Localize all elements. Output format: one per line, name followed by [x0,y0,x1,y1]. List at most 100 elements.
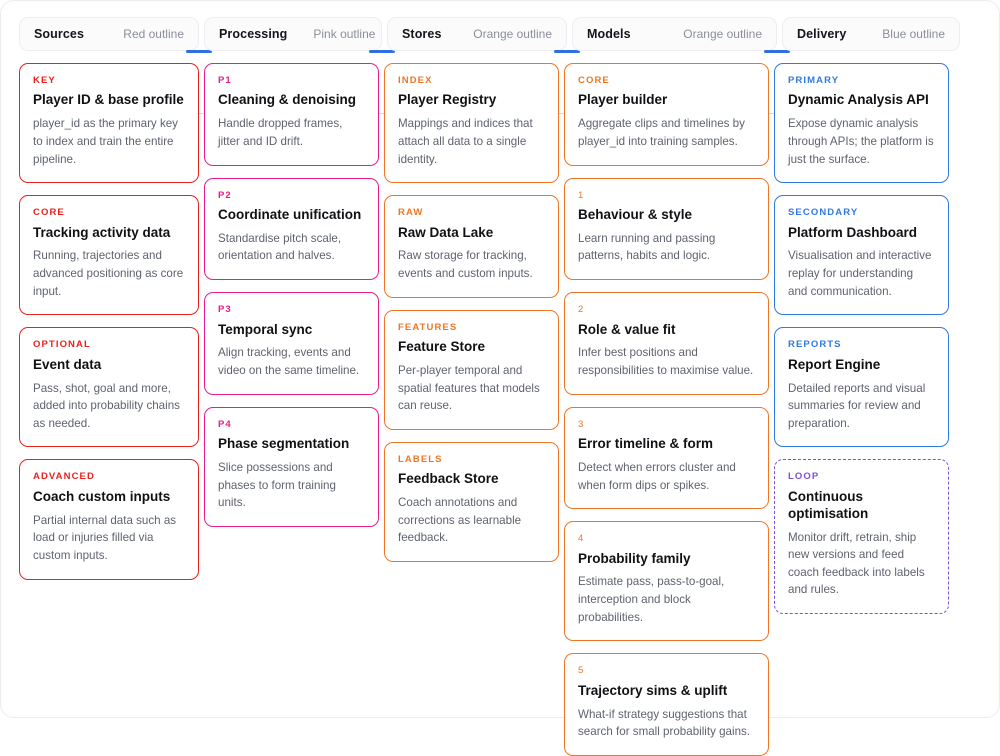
tab-models[interactable]: Models Orange outline [572,17,790,53]
card-body: Estimate pass, pass-to-goal, interceptio… [578,575,725,624]
card-title: Error timeline & form [578,436,714,452]
card-kicker: P1 [218,75,232,86]
tab-active-underline [764,50,790,53]
card-body: What-if strategy suggestions that search… [578,707,751,739]
card-title: Phase segmentation [218,436,350,452]
card-title: Temporal sync [218,321,313,337]
card-title: Feature Store [398,339,486,355]
card-body: Detect when errors cluster and when form… [578,460,736,492]
tab-label: Processing [219,27,288,41]
card-kicker: KEY [33,75,56,86]
card-title: Tracking activity data [33,224,171,240]
card-body: Slice possessions and phases to form tra… [218,460,336,510]
card-title: Player ID & base profile [33,92,184,108]
card-body: Pass, shot, goal and more, added into pr… [33,381,180,430]
card-body: player_id as the primary key to index an… [33,117,178,166]
card-title: Probability family [578,550,691,566]
card-title: Player Registry [398,92,497,108]
card-title: Behaviour & style [578,206,693,222]
card-kicker: ADVANCED [33,471,95,483]
tab-active-underline [369,50,395,53]
card-body: Running, trajectories and advanced posit… [33,249,184,298]
card-body: Coach annotations and corrections as lea… [398,496,522,545]
card-title: Coach custom inputs [33,488,171,504]
tab-hint: Blue outline [882,27,945,41]
column-connector [769,113,774,114]
card-title: Event data [33,356,102,372]
tab-delivery[interactable]: Delivery Blue outline [782,17,960,51]
card-kicker: OPTIONAL [33,339,91,351]
card-kicker: P2 [218,189,232,201]
tab-hint: Orange outline [683,27,762,41]
card-body: Detailed reports and visual summaries fo… [788,381,926,430]
tab-stores[interactable]: Stores Orange outline [387,17,580,53]
card-body: Learn running and passing patterns, habi… [578,231,716,263]
card-body: Monitor drift, retrain, ship new version… [788,530,925,597]
card-title: Coordinate unification [218,206,362,222]
card-body: Mappings and indices that attach all dat… [398,117,533,166]
card-body: Partial internal data such as load or in… [33,513,177,562]
tab-label: Delivery [797,27,847,41]
card-kicker: CORE [33,207,65,219]
tab-active-underline [186,50,212,53]
tab-label: Sources [34,27,85,41]
tab-label: Models [587,27,631,41]
card-body: Aggregate clips and timelines by player_… [578,117,745,148]
column-connector [379,113,384,114]
tab-label: Stores [402,27,442,41]
card-body: Align tracking, events and video on the … [218,346,360,377]
card-kicker: P4 [218,418,232,430]
card[interactable]: KEY Player ID & base profile player_id as … [19,63,199,184]
column-connector [199,113,204,114]
card-body: Handle dropped frames, jitter and ID dri… [218,117,343,148]
card-kicker: REPORTS [788,339,842,351]
column-sources: KEY Player ID & base profile player_id as … [19,63,199,580]
tab-hint: Orange outline [473,27,552,41]
card-kicker: 5 [578,665,584,677]
card-title: Player builder [578,92,668,108]
card-title: Trajectory sims & uplift [578,682,728,698]
card-kicker: SECONDARY [788,207,859,219]
card-body: Standardise pitch scale, orientation and… [218,231,342,263]
card-title: Role & value fit [578,321,676,337]
card-body: Expose dynamic analysis through APIs; th… [788,117,934,166]
card-title: Continuous optimisation [788,488,869,521]
card-kicker: PRIMARY [788,75,840,86]
card-kicker: INDEX [398,75,433,86]
column-connector [559,113,564,114]
card-title: Cleaning & denoising [218,92,357,108]
card-title: Platform Dashboard [788,224,918,240]
card-title: Dynamic Analysis API [788,92,929,108]
card-title: Report Engine [788,356,881,372]
tab-active-underline [554,50,580,53]
card-kicker: 1 [578,189,584,201]
card-kicker: RAW [398,207,424,219]
card-kicker: FEATURES [398,321,458,333]
card[interactable]: PRIMARY Dynamic Analysis API Expose dynami… [774,63,949,184]
card-kicker: LABELS [398,453,443,465]
